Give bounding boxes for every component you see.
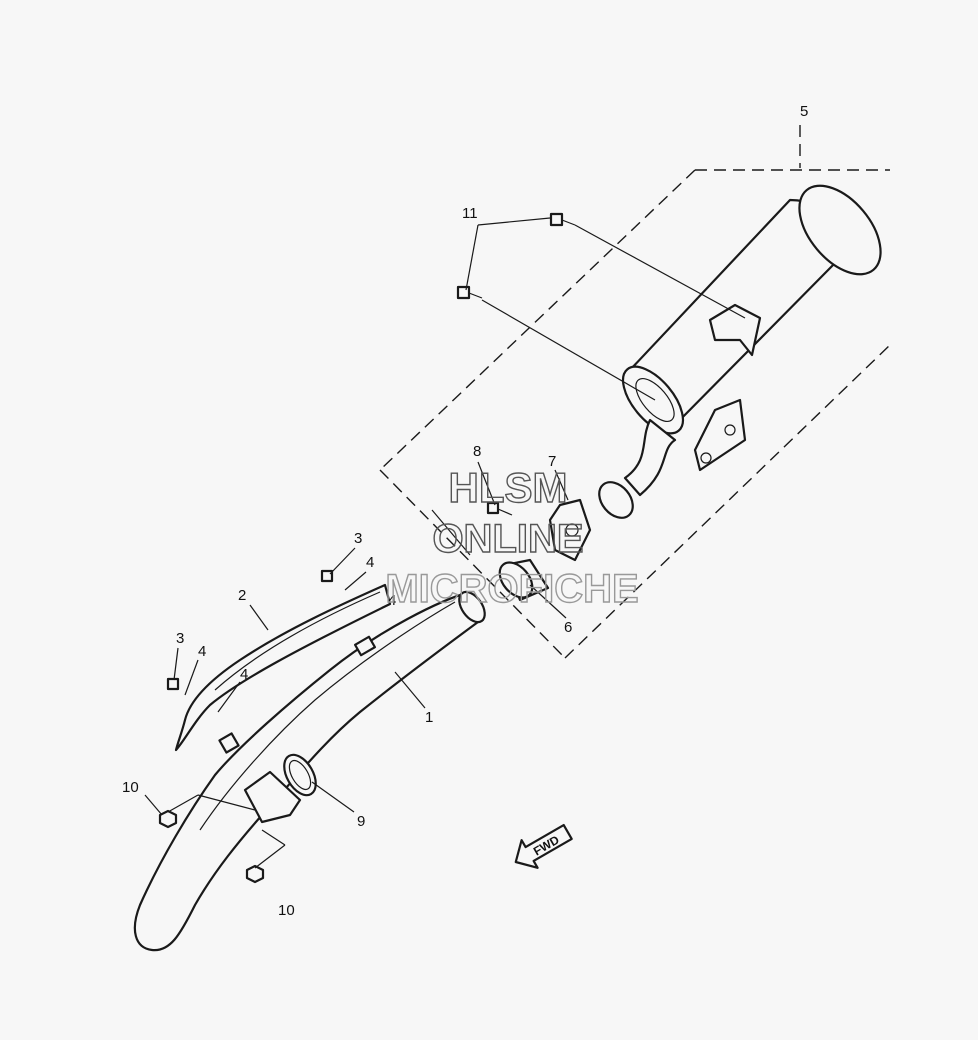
callout-5: 5 (800, 103, 808, 120)
callout-9: 9 (357, 813, 365, 830)
leader-lines (144, 217, 746, 869)
callout-3-upper: 3 (354, 530, 362, 547)
callout-6: 6 (564, 619, 572, 636)
bolt-upper (549, 212, 576, 227)
bolt-3-upper (320, 569, 334, 583)
callout-4-upper: 4 (366, 554, 374, 571)
callout-8: 8 (473, 443, 481, 460)
clamp (548, 498, 592, 562)
joint (498, 558, 550, 602)
watermark-line1: HLSM (449, 464, 568, 511)
muffler (598, 184, 882, 519)
exhaust-flange (243, 770, 302, 824)
callout-7: 7 (548, 453, 556, 470)
bolt-lower (456, 285, 483, 300)
gasket (283, 753, 317, 797)
muffler-assembly-outline (379, 125, 891, 659)
callout-3-lower: 3 (176, 630, 184, 647)
callout-4-middle: 4 (388, 592, 396, 609)
callout-4-lower-right: 4 (240, 666, 248, 683)
nut-upper (158, 809, 178, 829)
watermark: HLSM ONLINE MICROFICHE (385, 463, 640, 611)
callout-10-lower: 10 (278, 902, 295, 919)
bolt-8 (486, 501, 513, 516)
callout-4-lower-left: 4 (198, 643, 206, 660)
exhaust-pipe (133, 590, 486, 952)
callout-10-upper: 10 (122, 779, 139, 796)
forward-arrow-icon: FWD (514, 823, 573, 869)
callout-11: 11 (462, 205, 478, 222)
watermark-line3: MICROFICHE (385, 567, 638, 611)
heat-protector (174, 583, 392, 752)
watermark-line2: ONLINE (432, 517, 583, 561)
bolt-3-lower (166, 677, 180, 691)
nut-lower (245, 864, 265, 884)
callout-1: 1 (425, 709, 433, 726)
callout-2: 2 (238, 587, 246, 604)
